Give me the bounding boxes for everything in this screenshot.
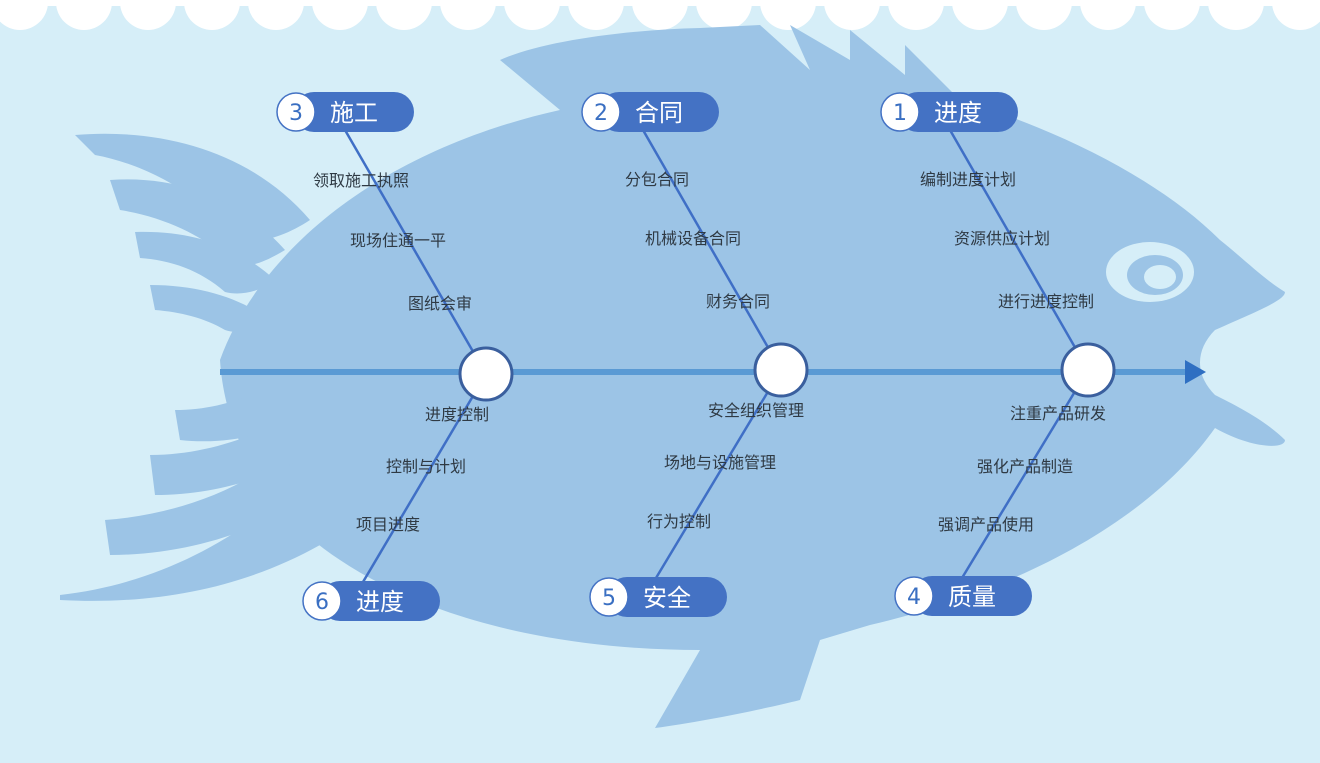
scallop bbox=[1272, 0, 1320, 30]
category-number: 6 bbox=[315, 590, 329, 615]
tail-fin-5 bbox=[175, 380, 295, 442]
cause-label: 机械设备合同 bbox=[645, 229, 741, 248]
cause-label: 注重产品研发 bbox=[1010, 404, 1106, 423]
spine-junction bbox=[458, 346, 514, 402]
scallop bbox=[440, 0, 496, 30]
category-pill bbox=[320, 581, 440, 621]
cause-label: 财务合同 bbox=[706, 292, 770, 311]
scallop bbox=[824, 0, 880, 30]
scallop bbox=[1144, 0, 1200, 30]
category-pill bbox=[294, 92, 414, 132]
branch-bone bbox=[960, 369, 1090, 579]
category-number-badge bbox=[589, 577, 629, 617]
category-pill bbox=[607, 577, 727, 617]
tail-fin-6 bbox=[150, 420, 300, 495]
category-number: 3 bbox=[289, 101, 303, 126]
category-title: 进度 bbox=[356, 588, 404, 616]
branch-bone bbox=[654, 369, 783, 579]
tail-fin-8 bbox=[60, 490, 320, 601]
fish-silhouette bbox=[60, 25, 1285, 728]
category-number-badge bbox=[276, 92, 316, 132]
scallop bbox=[888, 0, 944, 30]
category-pill bbox=[599, 92, 719, 132]
scallop bbox=[56, 0, 112, 30]
tail-fin-3 bbox=[135, 231, 275, 294]
branch-bone bbox=[361, 373, 488, 583]
scallop bbox=[376, 0, 432, 30]
scallop bbox=[248, 0, 304, 30]
category-number-badge bbox=[302, 581, 342, 621]
category-title: 施工 bbox=[330, 99, 378, 127]
cause-label: 控制与计划 bbox=[386, 457, 466, 476]
scallop bbox=[952, 0, 1008, 30]
category-header: 6 进度 bbox=[302, 581, 440, 621]
tail-fin-2 bbox=[110, 179, 285, 266]
tail-fin-4 bbox=[150, 285, 270, 332]
scallop bbox=[1016, 0, 1072, 30]
cause-label: 编制进度计划 bbox=[920, 170, 1016, 189]
category-header: 5 安全 bbox=[589, 577, 727, 617]
tail-fin-7 bbox=[105, 455, 305, 555]
fish-body bbox=[220, 25, 1285, 728]
scallop bbox=[1208, 0, 1264, 30]
category-number: 4 bbox=[907, 585, 921, 610]
cause-label: 分包合同 bbox=[625, 170, 689, 189]
scallop bbox=[312, 0, 368, 30]
cause-label: 安全组织管理 bbox=[708, 401, 804, 420]
scallop bbox=[696, 0, 752, 30]
cause-label: 强调产品使用 bbox=[938, 515, 1034, 534]
spine-junction bbox=[1060, 342, 1116, 398]
cause-label: 资源供应计划 bbox=[954, 229, 1050, 248]
tail-fin-1 bbox=[75, 133, 310, 242]
scallop bbox=[568, 0, 624, 30]
cause-label: 强化产品制造 bbox=[977, 457, 1073, 476]
spine-junction bbox=[753, 342, 809, 398]
scallop bbox=[504, 0, 560, 30]
category-header: 4 质量 bbox=[894, 576, 1032, 616]
scallop bbox=[120, 0, 176, 30]
scallop bbox=[1080, 0, 1136, 30]
branch-bone bbox=[343, 129, 488, 375]
cause-label: 图纸会审 bbox=[408, 294, 472, 313]
category-header: 3 施工 bbox=[276, 92, 414, 132]
scallop bbox=[184, 0, 240, 30]
category-pill bbox=[898, 92, 1018, 132]
category-title: 进度 bbox=[934, 99, 982, 127]
category-title: 质量 bbox=[948, 583, 996, 611]
category-number: 1 bbox=[893, 101, 907, 126]
category-title: 安全 bbox=[643, 584, 691, 612]
scallop bbox=[0, 0, 48, 30]
category-number-badge bbox=[894, 576, 934, 616]
scallop bbox=[760, 0, 816, 30]
category-title: 合同 bbox=[635, 99, 683, 127]
category-header: 2 合同 bbox=[581, 92, 719, 132]
category-header: 1 进度 bbox=[880, 92, 1018, 132]
spine bbox=[220, 360, 1206, 384]
cause-label: 进行进度控制 bbox=[998, 292, 1094, 311]
scalloped-border bbox=[0, 0, 1320, 30]
scallop bbox=[632, 0, 688, 30]
category-pill bbox=[912, 576, 1032, 616]
branch-bone bbox=[641, 129, 783, 371]
branch-bone bbox=[948, 129, 1090, 371]
category-number: 5 bbox=[602, 586, 616, 611]
cause-label: 领取施工执照 bbox=[313, 171, 409, 190]
spine-arrow-head bbox=[1185, 360, 1206, 384]
cause-label: 项目进度 bbox=[356, 515, 420, 534]
cause-label: 场地与设施管理 bbox=[664, 453, 776, 472]
category-number-badge bbox=[880, 92, 920, 132]
category-number: 2 bbox=[594, 101, 608, 126]
cause-label: 进度控制 bbox=[425, 405, 489, 424]
category-number-badge bbox=[581, 92, 621, 132]
cause-label: 行为控制 bbox=[647, 512, 711, 531]
cause-label: 现场住通一平 bbox=[350, 231, 446, 250]
